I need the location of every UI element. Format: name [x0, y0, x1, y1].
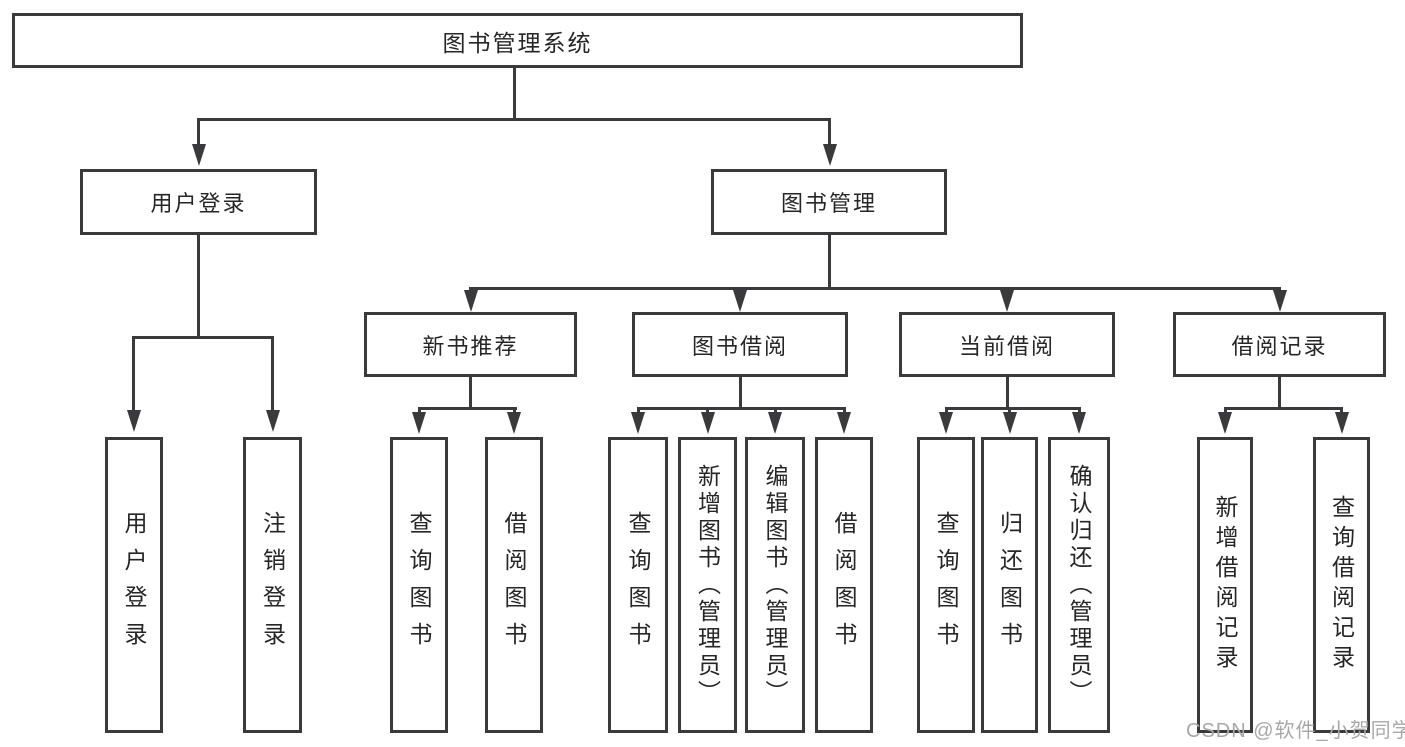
- connector-vline: [706, 407, 709, 413]
- node-borrow-records: 借阅记录: [1173, 312, 1386, 377]
- connector-vline: [513, 68, 516, 118]
- connector-vline: [469, 377, 472, 407]
- connector-vline: [132, 336, 135, 412]
- arrowhead-down-icon: [412, 412, 426, 434]
- arrowhead-down-icon: [127, 410, 141, 432]
- arrowhead-down-icon: [192, 144, 206, 166]
- connector-hline: [132, 336, 274, 339]
- connector-vline: [513, 407, 516, 413]
- arrowhead-down-icon: [464, 290, 478, 312]
- connector-vline: [418, 407, 421, 413]
- connector-hline: [197, 118, 831, 121]
- connector-vline: [1008, 407, 1011, 413]
- connector-vline: [1340, 407, 1343, 413]
- node-current-borrow: 当前借阅: [899, 312, 1115, 377]
- arrowhead-down-icon: [768, 412, 782, 434]
- connector-vline: [197, 235, 200, 336]
- leaf-query-books-3: 查询图书: [917, 437, 975, 733]
- node-user-login: 用户登录: [80, 169, 317, 235]
- node-book-borrow: 图书借阅: [632, 312, 848, 377]
- leaf-query-books-1: 查询图书: [390, 437, 448, 733]
- arrowhead-down-icon: [733, 290, 747, 312]
- leaf-query-books-2: 查询图书: [608, 437, 668, 733]
- connector-hline: [637, 407, 845, 410]
- leaf-add-borrow-record: 新增借阅记录: [1197, 437, 1253, 733]
- leaf-add-book-admin: 新增图书（管理员）: [678, 437, 737, 733]
- arrowhead-down-icon: [266, 410, 280, 432]
- connector-hline: [945, 407, 1081, 410]
- arrowhead-down-icon: [1000, 290, 1014, 312]
- connector-vline: [1278, 377, 1281, 407]
- node-root: 图书管理系统: [12, 13, 1023, 68]
- connector-vline: [637, 407, 640, 413]
- arrowhead-down-icon: [1335, 412, 1349, 434]
- leaf-logout: 注销登录: [243, 437, 302, 733]
- connector-vline: [1006, 377, 1009, 407]
- connector-hline: [469, 287, 1281, 290]
- leaf-user-login: 用户登录: [105, 437, 163, 733]
- connector-vline: [739, 377, 742, 407]
- connector-vline: [271, 336, 274, 412]
- arrowhead-down-icon: [1072, 412, 1086, 434]
- connector-vline: [774, 407, 777, 413]
- leaf-borrow-books-2: 借阅图书: [815, 437, 873, 733]
- node-new-book-recommend: 新书推荐: [364, 312, 577, 377]
- connector-vline: [828, 118, 831, 146]
- leaf-return-book: 归还图书: [981, 437, 1038, 733]
- arrowhead-down-icon: [823, 144, 837, 166]
- csdn-watermark: CSDN @软件_小贺同学: [1186, 720, 1405, 742]
- connector-vline: [945, 407, 948, 413]
- connector-vline: [1078, 407, 1081, 413]
- leaf-edit-book-admin: 编辑图书（管理员）: [745, 437, 805, 733]
- arrowhead-down-icon: [939, 412, 953, 434]
- connector-hline: [1224, 407, 1343, 410]
- leaf-borrow-books-1: 借阅图书: [485, 437, 543, 733]
- connector-hline: [418, 407, 517, 410]
- arrowhead-down-icon: [1218, 412, 1232, 434]
- arrowhead-down-icon: [1003, 412, 1017, 434]
- arrowhead-down-icon: [1273, 290, 1287, 312]
- node-book-management: 图书管理: [711, 169, 947, 235]
- connector-vline: [828, 235, 831, 287]
- arrowhead-down-icon: [701, 412, 715, 434]
- arrowhead-down-icon: [631, 412, 645, 434]
- leaf-query-borrow-record: 查询借阅记录: [1313, 437, 1370, 733]
- arrowhead-down-icon: [507, 412, 521, 434]
- connector-vline: [843, 407, 846, 413]
- connector-vline: [197, 118, 200, 146]
- connector-vline: [1224, 407, 1227, 413]
- leaf-confirm-return-admin: 确认归还（管理员）: [1048, 437, 1110, 733]
- arrowhead-down-icon: [837, 412, 851, 434]
